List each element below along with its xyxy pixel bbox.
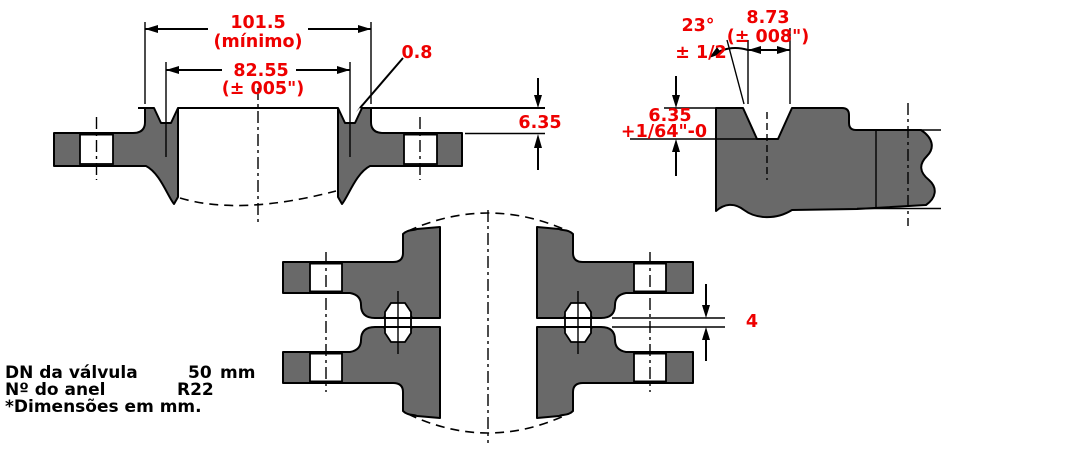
dim-groove-radius: 0.8	[401, 43, 432, 63]
arrowhead	[709, 47, 722, 58]
dim-groove-width: 8.73	[746, 8, 789, 28]
assembly-flange-lower-left	[282, 326, 441, 419]
note-value-ring: R22	[177, 380, 214, 400]
dim-groove-depth: 6.35	[648, 106, 691, 126]
arrowhead	[702, 305, 710, 318]
dim-groove-angle-tolerance: ± 1/2	[675, 43, 727, 63]
arrowhead	[748, 46, 761, 54]
note-label-ring: Nº do anel	[5, 380, 105, 400]
arrowhead	[358, 25, 371, 33]
arrowhead	[337, 66, 350, 74]
note-label-dn: DN da válvula	[5, 363, 138, 383]
extension-line	[144, 22, 372, 104]
assembly-flange-upper-left	[282, 226, 441, 319]
bolt-centerline	[95, 117, 421, 180]
arrowhead	[534, 134, 542, 148]
arrowhead	[702, 327, 710, 340]
flange-face-line	[857, 129, 941, 210]
dim-groove-depth-tolerance: +1/64"-0	[621, 122, 707, 142]
pipe-break-line	[179, 190, 337, 207]
groove-centerline	[165, 62, 351, 157]
pipe-break-line	[407, 212, 569, 232]
dim-flange-gap: 4	[746, 312, 758, 332]
gasket-centerline	[397, 291, 579, 354]
assembly-flange-upper-right	[536, 226, 694, 319]
arrowhead	[777, 46, 790, 54]
flange-section-view: 101.5 (mínimo) 82.55 (± 005") 0.8 6.35	[53, 13, 562, 225]
groove-wall-extension	[726, 39, 745, 105]
note-value-dn: 50	[188, 363, 212, 383]
bolt-centerline	[325, 252, 651, 392]
groove-detail-view: 23° ± 1/2 8.73 (± 008") 6.35 +1/64"-0	[621, 8, 941, 226]
dim-groove-angle: 23°	[681, 16, 714, 36]
dim-raised-face-width-note: (mínimo)	[214, 32, 303, 52]
flange-assembly-view: 4	[282, 210, 758, 443]
note-unit-dn: mm	[220, 363, 255, 383]
arrowhead	[356, 99, 368, 112]
arrowhead	[534, 95, 542, 108]
pipe-break-line	[407, 413, 569, 434]
arrowhead	[166, 66, 179, 74]
arrowhead	[672, 139, 680, 152]
assembly-flange-lower-right	[536, 326, 694, 419]
notes-block: DN da válvula 50 mm Nº do anel R22 *Dime…	[5, 363, 255, 417]
groove-detail-body	[715, 107, 936, 219]
flange-section-body-left	[53, 107, 179, 205]
leader-line-radius	[359, 57, 404, 109]
dim-raised-face-height: 6.35	[518, 113, 561, 133]
dim-groove-pitch-note: (± 005")	[222, 79, 304, 99]
dim-groove-width-note: (± 008")	[727, 27, 809, 47]
dim-raised-face-width: 101.5	[230, 13, 285, 33]
arrowhead	[672, 95, 680, 108]
note-footnote: *Dimensões em mm.	[5, 397, 202, 417]
gap-extension-lines	[612, 317, 725, 328]
arrowhead	[145, 25, 158, 33]
dim-groove-pitch: 82.55	[233, 61, 288, 81]
flange-section-body-right	[337, 107, 463, 205]
